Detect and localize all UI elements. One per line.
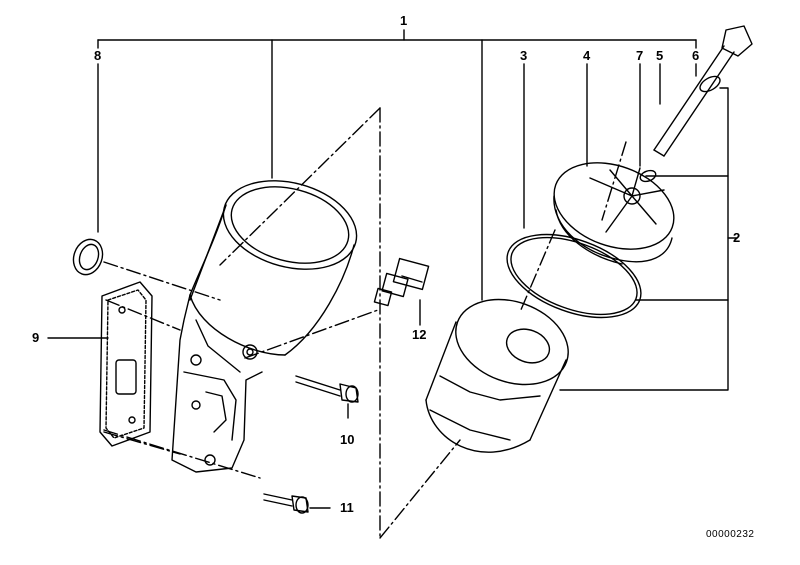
bolt-part-11	[264, 494, 308, 513]
callout-label-12: 12	[412, 327, 427, 342]
callout-label-3: 3	[520, 48, 528, 63]
filter-element	[426, 285, 580, 453]
callout-label-8: 8	[94, 48, 102, 63]
explosion-frame	[104, 108, 626, 538]
leader-lines	[48, 64, 736, 508]
callout-label-5: 5	[656, 48, 664, 63]
callout-label-10: 10	[340, 432, 355, 447]
callout-label-7: 7	[636, 48, 644, 63]
document-number: 00000232	[706, 529, 755, 540]
callout-label-11: 11	[340, 500, 354, 515]
callout-label-6: 6	[692, 48, 700, 63]
sealing-ring-part-3	[496, 218, 652, 334]
gasket-part-9	[100, 282, 152, 446]
seal-part-7	[639, 169, 657, 184]
oil-pressure-switch-part-12	[374, 259, 428, 306]
oil-filter-housing	[172, 167, 367, 472]
seal-ring-part-6	[697, 73, 722, 94]
callout-label-1: 1	[400, 13, 408, 28]
long-bolt-part-5	[654, 26, 752, 156]
callout-label-4: 4	[583, 48, 591, 63]
filter-cover-part-4	[542, 147, 686, 265]
callout-label-9: 9	[32, 330, 40, 345]
o-ring-part-8	[69, 235, 108, 278]
callout-bracket-1	[98, 30, 696, 300]
axis-gasket-upper	[106, 300, 180, 330]
callout-label-2: 2	[733, 230, 741, 245]
bolt-part-10	[296, 376, 358, 402]
axis-gasket-lower	[104, 432, 180, 454]
